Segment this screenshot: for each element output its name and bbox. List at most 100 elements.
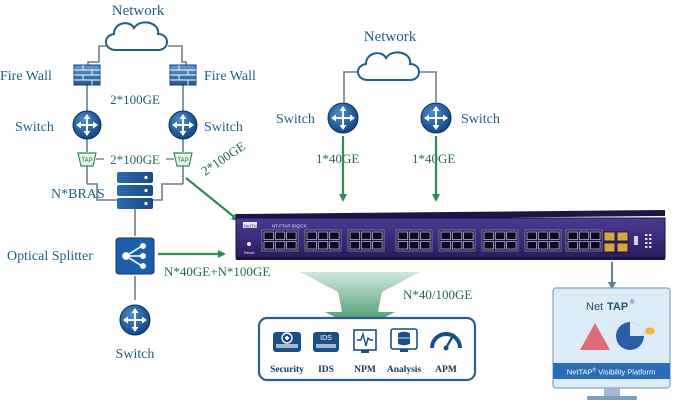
apm-icon [430, 332, 462, 351]
switch-right-icon [168, 110, 198, 140]
sfp-port [537, 241, 549, 250]
tap-left-icon: TAP [77, 152, 97, 167]
left-links [86, 45, 187, 300]
sfp-port [506, 231, 517, 240]
sfp-port [263, 231, 274, 240]
sfp-port [317, 241, 329, 250]
port-group [565, 229, 603, 252]
sfp-port [483, 231, 494, 240]
port-groups [261, 229, 603, 252]
sfp-port [567, 241, 578, 250]
sfp-port [567, 231, 578, 240]
sfp-port [440, 231, 451, 240]
analysis-icon [390, 328, 418, 352]
triangle-logo-icon [580, 323, 610, 350]
switch-bottom-label: Switch [116, 347, 155, 362]
sfp-port [263, 241, 274, 250]
sfp-port [483, 241, 494, 250]
device-brand: NetTAP [244, 224, 259, 229]
sfp-port [372, 231, 383, 240]
tool-label-ids: IDS [318, 365, 334, 375]
tool-label-npm: NPM [354, 365, 376, 375]
link-diag-label: 2*100GE [198, 138, 248, 178]
tool-label-apm: APM [435, 365, 457, 375]
output-fan [300, 272, 420, 330]
bras-label: N*BRAS [51, 187, 105, 202]
link-fw-switch-label: 2*100GE [110, 92, 160, 107]
sfp-port [408, 241, 420, 250]
output-link-label: N*40/100GE [403, 287, 472, 302]
nettap-device: NetTAP NT-FTAP-56QCX Reset [235, 210, 666, 260]
sfp-port [349, 231, 360, 240]
port-group [261, 229, 299, 252]
security-icon [273, 332, 301, 352]
sfp-port [494, 241, 506, 250]
visibility-monitor: Net TAP ® NetTAP® Visibility Platform [552, 287, 671, 400]
switch-right-label: Switch [204, 120, 243, 135]
device-reset-label: Reset [244, 250, 255, 255]
sfp-port [274, 231, 286, 240]
tools-panel: IDS Security IDS NPM Analysis APM [257, 316, 477, 382]
monitor-platform-label: NetTAP® Visibility Platform [567, 367, 655, 377]
sfp-port [526, 241, 537, 250]
ids-icon: IDS [313, 332, 339, 352]
sfp-port [463, 241, 474, 250]
monitor-brand-reg: ® [630, 299, 635, 306]
right-switch-left-label: Switch [276, 112, 315, 127]
npm-icon [353, 329, 377, 353]
sfp-port [286, 231, 297, 240]
device-model: NT-FTAP-56QCX [272, 224, 307, 229]
port-group [438, 229, 476, 252]
bras-server-icon [117, 172, 153, 209]
sfp-port [526, 231, 537, 240]
link-tap-label: 2*100GE [110, 152, 160, 167]
switch-right-left-icon [327, 102, 359, 134]
sfp-port [590, 241, 601, 250]
firewall-right-label: Fire Wall [204, 69, 256, 84]
right-link-left-label: 1*40GE [316, 151, 359, 166]
firewall-left-label: Fire Wall [0, 69, 52, 84]
sfp-port [506, 241, 517, 250]
sfp-port [537, 231, 549, 240]
sfp-port [317, 231, 329, 240]
sfp-port [372, 241, 383, 250]
firewall-left-icon [73, 64, 101, 86]
svg-text:TAP: TAP [177, 158, 188, 164]
sfp-port [408, 231, 420, 240]
sfp-port [397, 241, 408, 250]
sfp-port [451, 241, 463, 250]
sfp-port [329, 241, 340, 250]
sfp-port [494, 231, 506, 240]
sfp-port [360, 241, 372, 250]
sfp-port [306, 231, 317, 240]
port-group [395, 229, 433, 252]
port-group [481, 229, 519, 252]
sfp-port [440, 241, 451, 250]
splitter-icon [115, 237, 155, 275]
sfp-port [329, 231, 340, 240]
switch-bottom-icon [119, 304, 151, 336]
switch-left-label: Switch [15, 120, 54, 135]
sfp-port [549, 231, 560, 240]
left-network-label: Network [112, 3, 165, 19]
tool-label-security: Security [270, 365, 304, 375]
port-group [304, 229, 342, 252]
link-splitter-label: N*40GE+N*100GE [164, 264, 270, 279]
splitter-label: Optical Splitter [7, 249, 93, 264]
svg-text:TAP: TAP [81, 158, 92, 164]
mgmt-ports [603, 231, 652, 253]
monitor-brand-net: Net [586, 301, 603, 313]
sfp-port [360, 231, 372, 240]
sfp-port [463, 231, 474, 240]
tap-right-icon: TAP [173, 152, 193, 167]
right-link-right-label: 1*40GE [412, 151, 455, 166]
right-switch-right-label: Switch [461, 112, 500, 127]
firewall-right-icon [169, 64, 197, 86]
port-group [347, 229, 385, 252]
tool-label-analysis: Analysis [387, 365, 422, 375]
right-network-label: Network [364, 29, 417, 45]
sfp-port [590, 231, 601, 240]
sfp-port [349, 241, 360, 250]
sfp-port [286, 241, 297, 250]
monitor-brand-tap: TAP [607, 301, 628, 313]
